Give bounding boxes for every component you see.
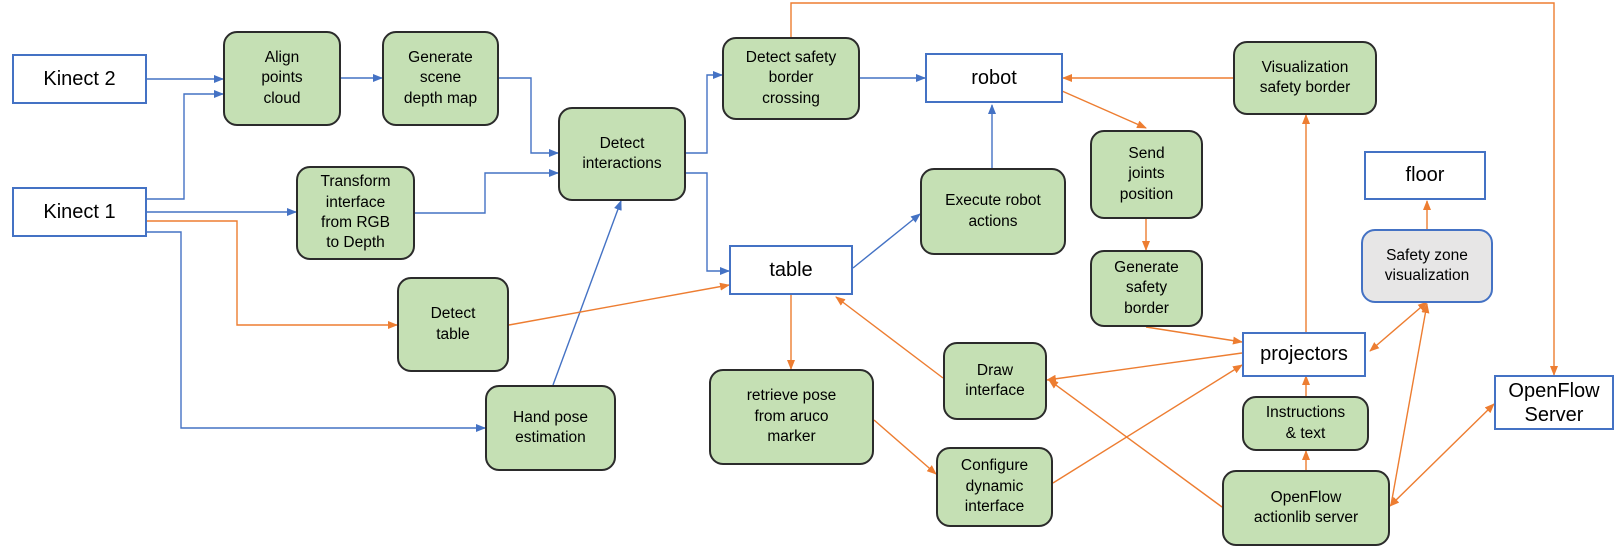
edge-gensafety-projectors	[1145, 326, 1243, 345]
edge-gendepth-interactions	[499, 77, 559, 157]
edge-projectors-safetyzone	[1369, 301, 1428, 352]
floor-box: floor	[1364, 151, 1486, 200]
edge-actionlib-draw	[1048, 379, 1223, 508]
visualization-safety-border-label: Visualization safety border	[1259, 58, 1351, 96]
openflow-server-box: OpenFlow Server	[1494, 375, 1614, 430]
retrieve-pose-box: retrieve pose from aruco marker	[709, 369, 874, 465]
edge-transform-interactions	[415, 169, 559, 214]
kinect1-label: Kinect 1	[43, 200, 116, 223]
draw-interface-label: Draw interface	[965, 361, 1025, 399]
robot-label: robot	[971, 66, 1017, 89]
detect-table-label: Detect table	[430, 305, 476, 343]
robot-box: robot	[925, 53, 1063, 103]
safety-zone-visualization-label: Safety zone visualization	[1384, 246, 1470, 284]
instructions-text-label: Instructions & text	[1265, 404, 1346, 442]
openflow-actionlib-server-label: OpenFlow actionlib server	[1253, 488, 1359, 526]
visualization-safety-border-box: Visualization safety border	[1233, 41, 1377, 115]
detect-table-box: Detect table	[397, 277, 509, 372]
projectors-label: projectors	[1260, 343, 1348, 366]
send-joints-position-label: Send joints position	[1119, 144, 1174, 203]
edge-robot-sendjoints	[1061, 90, 1147, 129]
kinect2-box: Kinect 2	[12, 54, 147, 104]
openflow-actionlib-server-box: OpenFlow actionlib server	[1222, 470, 1390, 546]
edge-actionlib-ofserver	[1389, 403, 1495, 507]
align-points-cloud-label: Align points cloud	[261, 48, 303, 107]
detect-interactions-box: Detect interactions	[558, 107, 686, 201]
hand-pose-estimation-label: Hand pose estimation	[513, 408, 588, 446]
detect-interactions-label: Detect interactions	[582, 134, 662, 172]
edge-detectsafety-ofserver	[790, 2, 1558, 376]
instructions-text-box: Instructions & text	[1242, 396, 1369, 451]
edge-configure-projectors	[1052, 364, 1243, 484]
projectors-box: projectors	[1242, 332, 1366, 377]
generate-scene-depth-map-label: Generate scene depth map	[403, 48, 478, 107]
transform-interface-box: Transform interface from RGB to Depth	[296, 166, 415, 260]
table-label: table	[769, 258, 813, 281]
kinect1-box: Kinect 1	[12, 187, 147, 237]
edge-detecttable-table	[508, 282, 730, 326]
transform-interface-label: Transform interface from RGB to Depth	[320, 173, 391, 252]
send-joints-position-box: Send joints position	[1090, 130, 1203, 219]
edge-projectors-draw	[1046, 352, 1243, 383]
floor-label: floor	[1405, 164, 1445, 187]
generate-scene-depth-map-box: Generate scene depth map	[382, 31, 499, 126]
configure-dynamic-interface-label: Configure dynamic interface	[960, 457, 1029, 516]
detect-safety-border-crossing-box: Detect safety border crossing	[722, 37, 860, 120]
kinect2-label: Kinect 2	[43, 67, 116, 90]
edge-kinect1-detecttable	[147, 220, 398, 329]
edge-draw-table	[835, 296, 944, 379]
retrieve-pose-label: retrieve pose from aruco marker	[746, 387, 837, 446]
edge-kinect1-handpose	[147, 231, 486, 432]
detect-safety-border-crossing-label: Detect safety border crossing	[745, 48, 837, 107]
draw-interface-box: Draw interface	[943, 342, 1047, 420]
edge-handpose-interactions	[552, 200, 622, 386]
edge-kinect1-align	[147, 90, 224, 200]
edge-interactions-table	[686, 172, 730, 275]
edge-table-execute	[852, 213, 921, 269]
edge-retrieve-configure	[873, 419, 937, 475]
table-box: table	[729, 245, 853, 295]
safety-zone-visualization-box: Safety zone visualization	[1361, 229, 1493, 303]
execute-robot-actions-box: Execute robot actions	[920, 168, 1066, 255]
execute-robot-actions-label: Execute robot actions	[945, 192, 1041, 230]
configure-dynamic-interface-box: Configure dynamic interface	[936, 447, 1053, 527]
align-points-cloud-box: Align points cloud	[223, 31, 341, 126]
generate-safety-border-label: Generate safety border	[1114, 258, 1179, 317]
openflow-server-label: OpenFlow Server	[1508, 379, 1600, 426]
hand-pose-estimation-box: Hand pose estimation	[485, 385, 616, 471]
edge-interactions-detectsafety	[686, 71, 723, 154]
generate-safety-border-box: Generate safety border	[1090, 250, 1203, 327]
